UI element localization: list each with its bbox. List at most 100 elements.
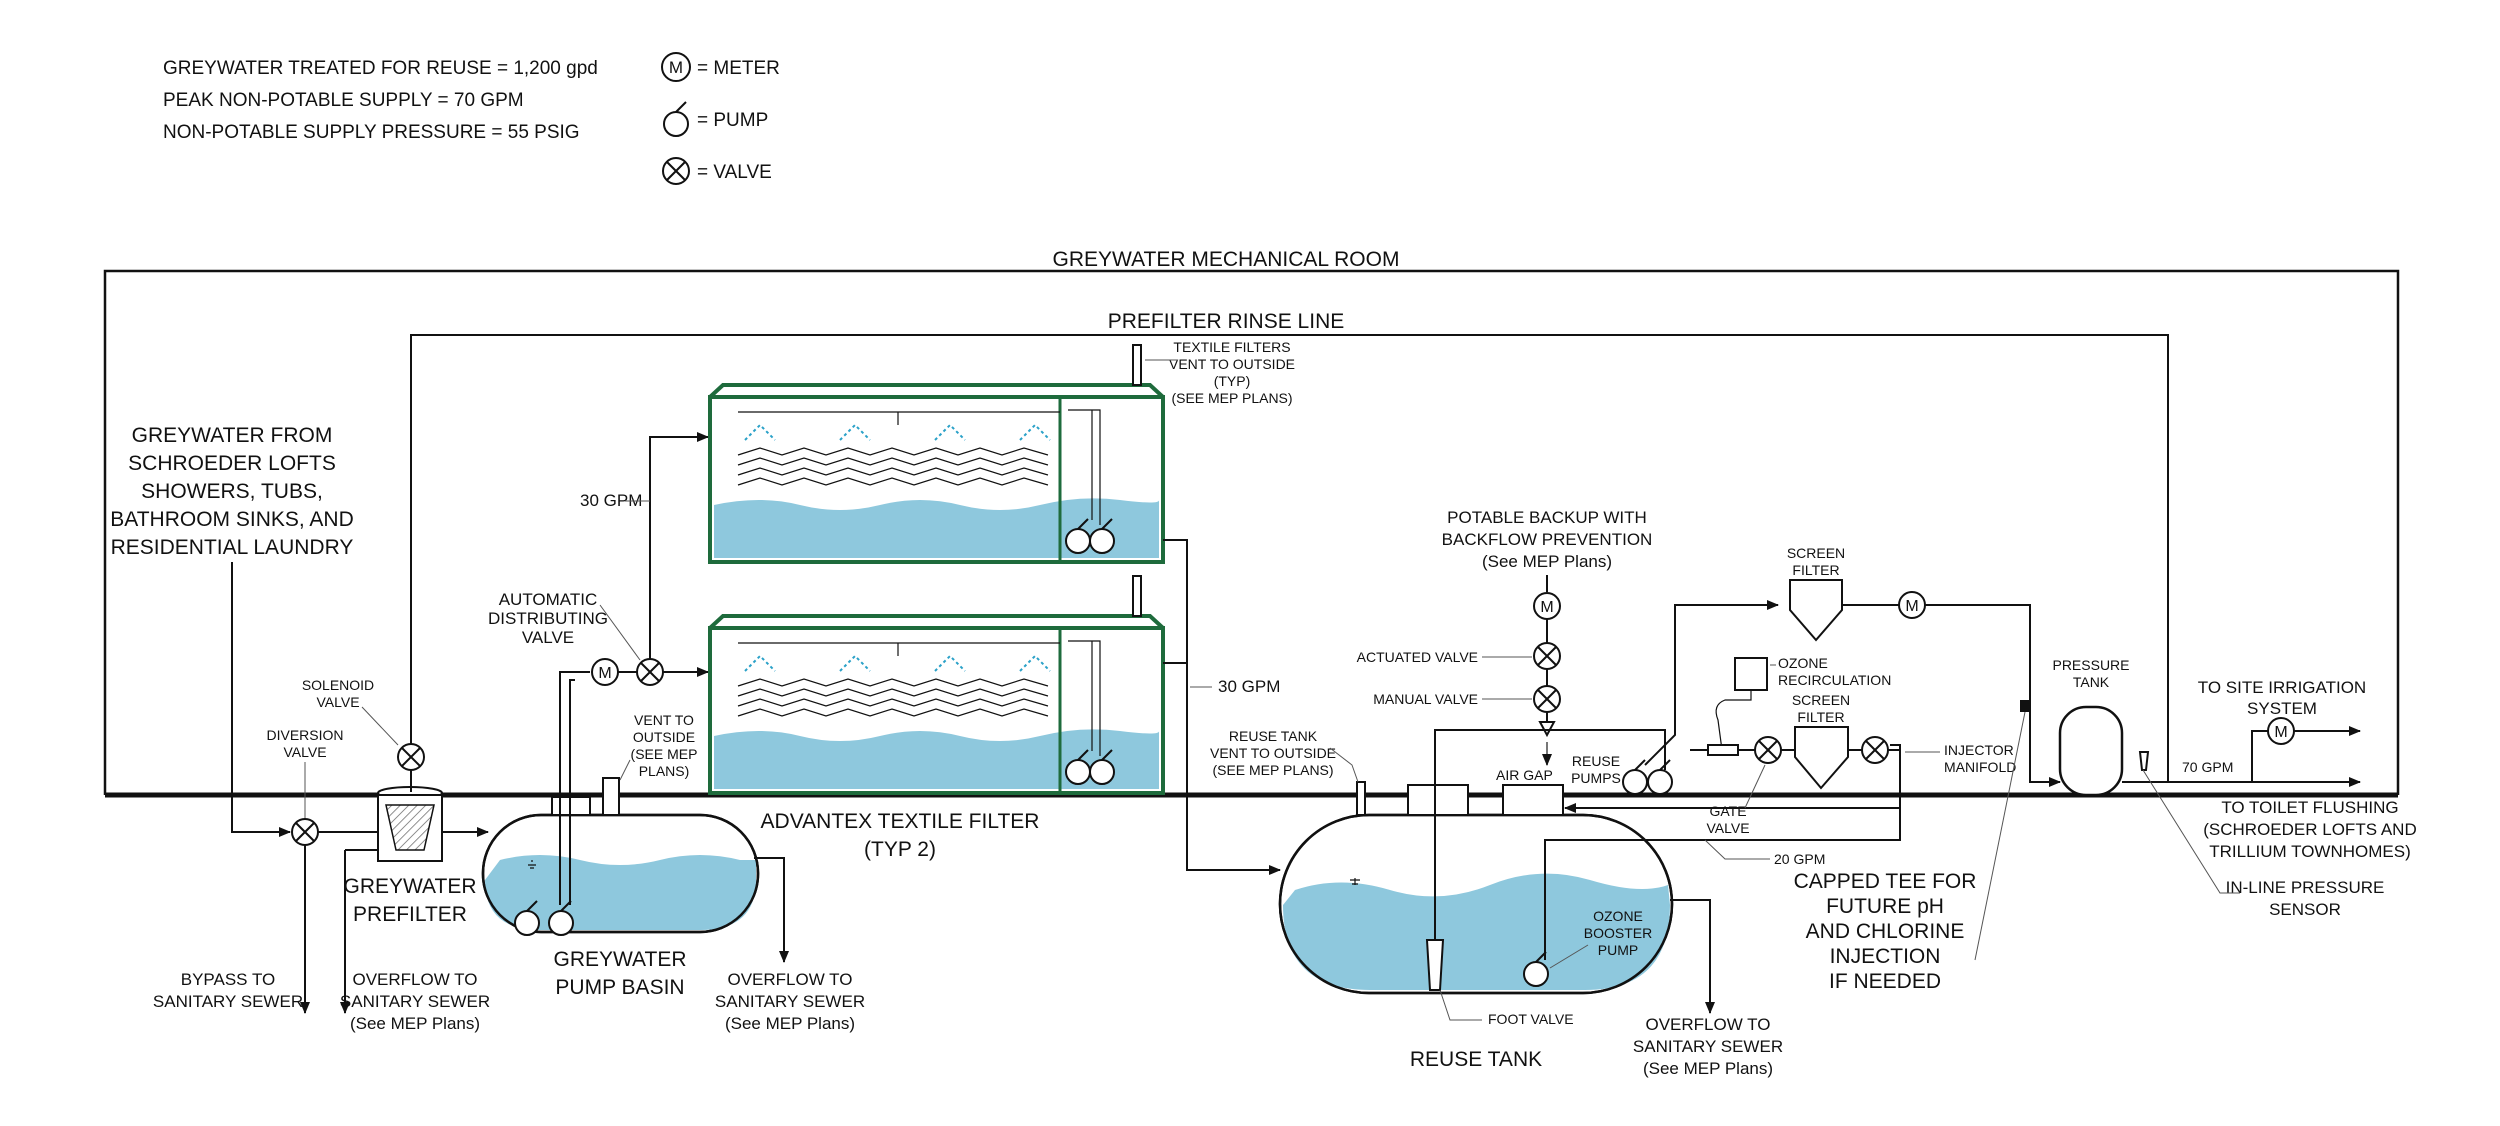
legend-note-2: PEAK NON-POTABLE SUPPLY = 70 GPM bbox=[163, 90, 524, 111]
svg-text:(TYP): (TYP) bbox=[1214, 373, 1251, 389]
basin-overflow-pipe bbox=[754, 857, 789, 963]
svg-text:SCREEN: SCREEN bbox=[1787, 545, 1845, 561]
source-label: GREYWATER FROM SCHROEDER LOFTS SHOWERS, … bbox=[110, 424, 353, 559]
reuse-overflow-label: OVERFLOW TO SANITARY SEWER (See MEP Plan… bbox=[1633, 1015, 1783, 1078]
screen-filter-top bbox=[1789, 579, 1843, 642]
svg-text:(See MEP Plans): (See MEP Plans) bbox=[1482, 552, 1612, 571]
capped-tee-label: CAPPED TEE FOR FUTURE pH AND CHLORINE IN… bbox=[1794, 870, 1977, 993]
svg-text:SANITARY SEWER: SANITARY SEWER bbox=[153, 992, 303, 1011]
air-gap-label: AIR GAP bbox=[1496, 767, 1553, 783]
legend-valve-label: = VALVE bbox=[697, 162, 772, 183]
svg-text:ADVANTEX TEXTILE FILTER: ADVANTEX TEXTILE FILTER bbox=[761, 810, 1040, 833]
greywater-prefilter bbox=[377, 786, 443, 862]
pump-basin-label: GREYWATER PUMP BASIN bbox=[553, 948, 686, 999]
legend-meter-label: = METER bbox=[697, 58, 780, 79]
valve-icon bbox=[662, 157, 690, 185]
svg-text:(TYP 2): (TYP 2) bbox=[864, 838, 936, 861]
basin-overflow-label: OVERFLOW TO SANITARY SEWER (See MEP Plan… bbox=[715, 970, 865, 1033]
svg-text:RECIRCULATION: RECIRCULATION bbox=[1778, 672, 1891, 688]
legend-note-3: NON-POTABLE SUPPLY PRESSURE = 55 PSIG bbox=[163, 122, 580, 143]
svg-text:VENT TO OUTSIDE: VENT TO OUTSIDE bbox=[1210, 745, 1336, 761]
svg-text:GREYWATER FROM: GREYWATER FROM bbox=[132, 424, 333, 447]
svg-text:GREYWATER: GREYWATER bbox=[553, 948, 686, 971]
supply-line-pipe bbox=[1925, 604, 2061, 787]
svg-text:PUMP BASIN: PUMP BASIN bbox=[555, 976, 684, 999]
svg-text:VALVE: VALVE bbox=[316, 694, 359, 710]
reuse-vent-label: REUSE TANK VENT TO OUTSIDE (SEE MEP PLAN… bbox=[1210, 728, 1336, 778]
svg-text:TEXTILE FILTERS: TEXTILE FILTERS bbox=[1173, 339, 1290, 355]
recirc-flow-label: 20 GPM bbox=[1774, 851, 1825, 867]
svg-text:SANITARY SEWER: SANITARY SEWER bbox=[1633, 1037, 1783, 1056]
sensor-label: IN-LINE PRESSURE SENSOR bbox=[2226, 878, 2385, 919]
svg-text:(See MEP Plans): (See MEP Plans) bbox=[1643, 1059, 1773, 1078]
svg-text:BATHROOM SINKS, AND: BATHROOM SINKS, AND bbox=[110, 508, 353, 531]
prefilter-label: GREYWATER PREFILTER bbox=[343, 875, 476, 926]
svg-text:SHOWERS, TUBS,: SHOWERS, TUBS, bbox=[141, 480, 323, 503]
svg-text:CAPPED TEE FOR: CAPPED TEE FOR bbox=[1794, 870, 1977, 893]
filter-outlet-pipe bbox=[1163, 539, 1281, 875]
supply-flow-label: 70 GPM bbox=[2182, 759, 2233, 775]
solenoid-valve-icon bbox=[397, 743, 425, 771]
mechanical-room-outline bbox=[103, 269, 2400, 795]
legend: GREYWATER TREATED FOR REUSE = 1,200 gpd … bbox=[163, 52, 780, 185]
injector-label: INJECTOR MANIFOLD bbox=[1944, 742, 2016, 775]
source-pipe bbox=[231, 562, 291, 837]
svg-text:OVERFLOW TO: OVERFLOW TO bbox=[352, 970, 477, 989]
textile-filter-upper bbox=[708, 344, 1165, 564]
room-title: GREYWATER MECHANICAL ROOM bbox=[1053, 248, 1400, 271]
irrigation-label: TO SITE IRRIGATION SYSTEM bbox=[2198, 678, 2366, 718]
svg-text:IN-LINE PRESSURE: IN-LINE PRESSURE bbox=[2226, 878, 2385, 897]
reuse-overflow-pipe bbox=[1670, 899, 1715, 1014]
irrigation-meter-icon bbox=[2267, 717, 2295, 745]
flow-meter-icon bbox=[591, 658, 619, 686]
screen-filter-mid-label: SCREEN FILTER bbox=[1792, 692, 1850, 725]
svg-text:BOOSTER: BOOSTER bbox=[1584, 925, 1652, 941]
svg-text:VALVE: VALVE bbox=[1706, 820, 1749, 836]
svg-text:GATE: GATE bbox=[1709, 803, 1746, 819]
auto-distributing-valve-icon bbox=[636, 658, 664, 686]
svg-text:(SCHROEDER LOFTS AND: (SCHROEDER LOFTS AND bbox=[2203, 820, 2416, 839]
rinse-line-label: PREFILTER RINSE LINE bbox=[1108, 310, 1345, 333]
to-upper-filter-pipe bbox=[649, 432, 709, 659]
svg-text:SCHROEDER LOFTS: SCHROEDER LOFTS bbox=[128, 452, 336, 475]
manual-valve-icon bbox=[1533, 685, 1561, 713]
svg-text:PREFILTER: PREFILTER bbox=[353, 903, 467, 926]
svg-text:OZONE: OZONE bbox=[1593, 908, 1643, 924]
ozone-generator bbox=[1734, 657, 1768, 691]
svg-text:(SEE MEP PLANS): (SEE MEP PLANS) bbox=[1212, 762, 1333, 778]
screen-filter-mid bbox=[1794, 726, 1849, 790]
basin-riser-pipe bbox=[559, 671, 590, 905]
svg-text:OVERFLOW TO: OVERFLOW TO bbox=[1645, 1015, 1770, 1034]
svg-text:TO SITE IRRIGATION: TO SITE IRRIGATION bbox=[2198, 678, 2366, 697]
reuse-pump-icon bbox=[1622, 759, 1648, 795]
svg-text:(SEE MEP PLANS): (SEE MEP PLANS) bbox=[1171, 390, 1292, 406]
upper-flow-label: 30 GPM bbox=[580, 491, 642, 510]
supply-meter-icon bbox=[1898, 591, 1926, 619]
solenoid-valve-label: SOLENOID VALVE bbox=[302, 677, 374, 710]
svg-text:SENSOR: SENSOR bbox=[2269, 900, 2341, 919]
textile-filter-lower bbox=[708, 575, 1165, 795]
diversion-valve-label: DIVERSION VALVE bbox=[266, 727, 343, 760]
svg-text:VENT TO OUTSIDE: VENT TO OUTSIDE bbox=[1169, 356, 1295, 372]
actuated-valve-icon bbox=[1533, 642, 1561, 670]
reuse-pump-icon bbox=[1647, 759, 1673, 795]
svg-text:OZONE: OZONE bbox=[1778, 655, 1828, 671]
svg-text:VENT TO: VENT TO bbox=[634, 712, 694, 728]
rinse-line-pipe bbox=[410, 334, 2169, 782]
svg-text:BACKFLOW PREVENTION: BACKFLOW PREVENTION bbox=[1442, 530, 1653, 549]
svg-text:(SEE MEP: (SEE MEP bbox=[631, 746, 698, 762]
svg-text:REUSE: REUSE bbox=[1572, 753, 1620, 769]
potable-meter-icon bbox=[1533, 592, 1561, 620]
svg-text:MANIFOLD: MANIFOLD bbox=[1944, 759, 2016, 775]
svg-text:IF NEEDED: IF NEEDED bbox=[1829, 970, 1941, 993]
bypass-label: BYPASS TO SANITARY SEWER bbox=[153, 970, 303, 1011]
injector-valve-icon bbox=[1861, 736, 1889, 764]
svg-text:(See MEP Plans): (See MEP Plans) bbox=[350, 1014, 480, 1033]
svg-text:TO TOILET FLUSHING: TO TOILET FLUSHING bbox=[2221, 798, 2398, 817]
svg-text:VALVE: VALVE bbox=[283, 744, 326, 760]
svg-text:DISTRIBUTING: DISTRIBUTING bbox=[488, 609, 608, 628]
svg-text:SOLENOID: SOLENOID bbox=[302, 677, 374, 693]
svg-text:GREYWATER: GREYWATER bbox=[343, 875, 476, 898]
pressure-tank bbox=[2058, 705, 2124, 797]
reuse-tank-label: REUSE TANK bbox=[1410, 1048, 1542, 1071]
